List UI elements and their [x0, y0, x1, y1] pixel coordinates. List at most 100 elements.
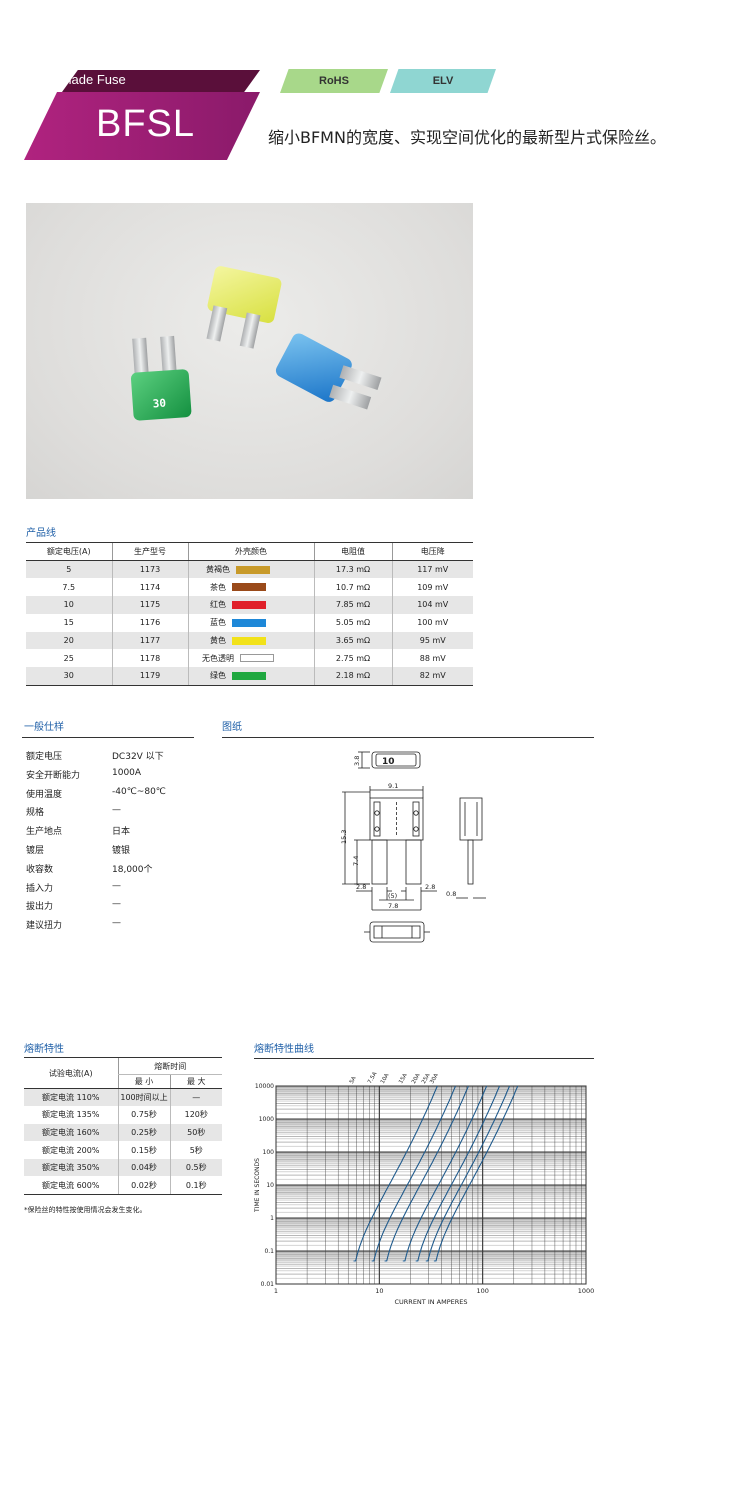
color-swatch — [232, 671, 266, 680]
y-tick-label: 1000 — [259, 1116, 274, 1123]
dim-2-8-right: 2.8 — [425, 883, 435, 891]
x-axis-label: CURRENT IN AMPERES — [394, 1298, 467, 1306]
series-line — [353, 1085, 438, 1262]
col-model: 生产型号 — [111, 542, 188, 561]
spec-value: 日本 — [112, 827, 131, 838]
series-line — [433, 1085, 519, 1262]
dim-9-1: 9.1 — [388, 782, 398, 790]
drawing-top-label: 10 — [382, 757, 395, 767]
spec-key: 生产地点 — [26, 827, 63, 838]
col-test-current: 试验电流(A) — [24, 1057, 118, 1089]
drawing-title: 图纸 — [222, 722, 242, 733]
y-tick-label: 100 — [263, 1149, 275, 1156]
svg-text:30: 30 — [152, 397, 166, 411]
spec-value: — — [112, 899, 121, 910]
spec-key: 拔出力 — [26, 902, 54, 913]
product-line-title: 产品线 — [26, 528, 56, 539]
x-tick-label: 1000 — [578, 1287, 595, 1295]
product-photo: 30 — [26, 203, 473, 499]
color-swatch — [232, 583, 266, 592]
general-spec-title: 一般仕样 — [24, 722, 64, 733]
color-swatch — [236, 565, 270, 574]
series-line — [402, 1085, 488, 1262]
x-tick-label: 1 — [274, 1287, 278, 1295]
y-tick-label: 1 — [270, 1215, 274, 1222]
series-line — [415, 1085, 501, 1262]
elv-tag: ELV — [390, 69, 496, 93]
rohs-tag: RoHS — [280, 69, 388, 93]
dim-2-8-left: 2.8 — [356, 883, 366, 891]
y-axis-label: TIME IN SECONDS — [254, 1158, 261, 1213]
dim-3-8: 3.8 — [353, 756, 361, 766]
blow-characteristics-title: 熔断特性 — [24, 1044, 64, 1055]
dim-7-8: 7.8 — [388, 902, 398, 910]
spec-value: -40℃~80℃ — [112, 786, 166, 797]
series-line — [371, 1085, 457, 1262]
col-voltage-drop: 电压降 — [391, 542, 473, 561]
color-swatch — [240, 654, 274, 663]
spec-value: 1000A — [112, 767, 142, 778]
blow-note: *保险丝的特性按使用情况会发生变化。 — [24, 1206, 147, 1214]
spec-key: 插入力 — [26, 883, 54, 894]
dim-7-4: 7.4 — [352, 856, 360, 866]
spec-value: — — [112, 880, 121, 891]
col-rating: 额定电压(A) — [26, 542, 112, 561]
x-tick-label: 10 — [375, 1287, 383, 1295]
spec-value: — — [112, 805, 121, 816]
series-label: 20A — [411, 1072, 422, 1085]
yellow-fuse — [206, 266, 282, 349]
spec-key: 建议扭力 — [26, 921, 63, 932]
series-label: 5A — [349, 1076, 358, 1085]
spec-value: 18,000个 — [112, 864, 153, 875]
blow-curve-title: 熔断特性曲线 — [254, 1044, 314, 1055]
series-label: 25A — [421, 1072, 432, 1085]
spec-key: 安全开断能力 — [26, 770, 81, 781]
series-label: 10A — [380, 1072, 391, 1085]
table-row: 额定电流 110%100时间以上— — [24, 1088, 222, 1107]
series-label: 30A — [429, 1072, 440, 1085]
series-label: 7.5A — [367, 1071, 379, 1085]
series-line — [425, 1085, 511, 1262]
spec-divider — [22, 737, 194, 738]
y-tick-label: 10 — [266, 1182, 274, 1189]
spec-key: 收容数 — [26, 864, 54, 875]
series-line — [384, 1085, 469, 1262]
color-swatch — [232, 600, 266, 609]
col-resistance: 电阻值 — [313, 542, 392, 561]
product-tagline: 缩小BFMN的宽度、实现空间优化的最新型片式保险丝。 — [268, 128, 666, 147]
banner-subtitle-bar — [62, 70, 260, 92]
fuse-photo-illustration: 30 — [130, 266, 382, 421]
spec-key: 镀层 — [26, 846, 45, 856]
color-swatch — [232, 618, 266, 627]
dim-0-8: 0.8 — [446, 890, 456, 898]
curve-divider — [254, 1058, 594, 1059]
product-category: Blade Fuse — [60, 72, 126, 87]
y-tick-label: 10000 — [255, 1083, 274, 1090]
dim-15-3: 15.3 — [340, 830, 348, 844]
col-blow-time: 熔断时间 — [117, 1057, 222, 1075]
dim-5: (5) — [388, 892, 397, 900]
spec-key: 额定电压 — [26, 752, 63, 762]
spec-value: 镀银 — [112, 846, 131, 856]
col-min: 最 小 — [117, 1074, 170, 1089]
spec-value: — — [112, 918, 121, 929]
y-tick-label: 0.01 — [261, 1281, 275, 1288]
blow-time-table: 试验电流(A) 熔断时间 最 小 最 大 额定电流 110%100时间以上— 额… — [24, 1057, 222, 1195]
x-tick-label: 100 — [476, 1287, 488, 1295]
col-color: 外壳颜色 — [187, 542, 314, 561]
spec-key: 规格 — [26, 808, 45, 819]
color-swatch — [232, 636, 266, 645]
col-max: 最 大 — [169, 1074, 222, 1089]
